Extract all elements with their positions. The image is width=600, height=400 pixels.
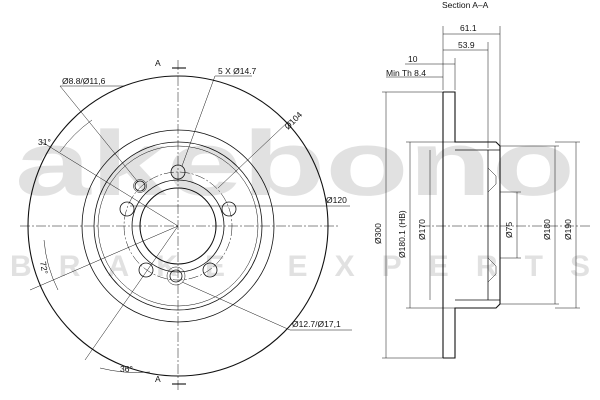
leader-pcd [217,119,291,189]
pin-hole [134,180,146,192]
section-marker-bottom: A [155,374,161,384]
bolt-hole [138,262,154,278]
dim-d300: Ø300 [373,223,383,244]
dim-d170: Ø170 [417,219,427,240]
dim-hat-height: 53.9 [458,40,475,50]
front-view: A A Ø8.8/Ø11,6 5 X Ø14.7 Ø104 Ø120 Ø12.7… [20,58,352,392]
angle-top-label: 31° [38,137,51,147]
angle-arc-31 [59,119,93,153]
groove-bottom [487,257,497,283]
leader-stud-holes [181,281,291,331]
angle-line-72 [29,225,179,291]
dim-d75: Ø75 [504,222,514,238]
groove-top [487,167,497,193]
bolt-holes [119,164,237,278]
watermark-brand: akebono [15,113,575,215]
dim-d180-1-hb: Ø180.1 (HB) [397,210,407,258]
angle-arc-72 [43,239,59,291]
section-marker-top: A [155,58,161,68]
section-view: Section A–A 61.1 53.9 10 Min Th 8.4 [373,0,590,359]
angle-line-36 [84,225,179,361]
leader-pin-holes [59,85,139,183]
dim-d180: Ø180 [542,219,552,240]
bolt-hole [119,201,135,217]
leader-bolt-holes [181,75,216,167]
bolt-hole [202,262,218,278]
watermark-tagline: BRAKE EXPERTS [10,250,590,283]
angle-side-label: 72° [38,261,50,275]
bolt-holes-label: 5 X Ø14.7 [218,66,257,76]
pin-holes-label: Ø8.8/Ø11,6 [62,76,106,86]
dim-min-thickness: Min Th 8.4 [386,68,426,78]
watermark: akebono BRAKE EXPERTS [10,113,590,283]
stud-hole-outer [166,266,186,286]
section-outline-top [443,91,501,148]
dim-overall-height: 61.1 [460,23,477,33]
section-title: Section A–A [442,0,489,10]
angle-line-31 [41,141,179,227]
section-outline-bottom [443,302,501,359]
pin-hole-outer [133,179,147,193]
stud-holes-label: Ø12.7/Ø17,1 [292,319,341,329]
hub-ref-label: Ø120 [326,195,347,205]
angle-bottom-label: 36° [120,364,133,374]
bolt-hole [221,201,237,217]
angle-arc-36 [99,367,151,373]
stud-hole [169,269,183,283]
dim-d190: Ø190 [563,219,573,240]
dim-thickness: 10 [408,54,418,64]
bolt-hole [170,164,186,180]
